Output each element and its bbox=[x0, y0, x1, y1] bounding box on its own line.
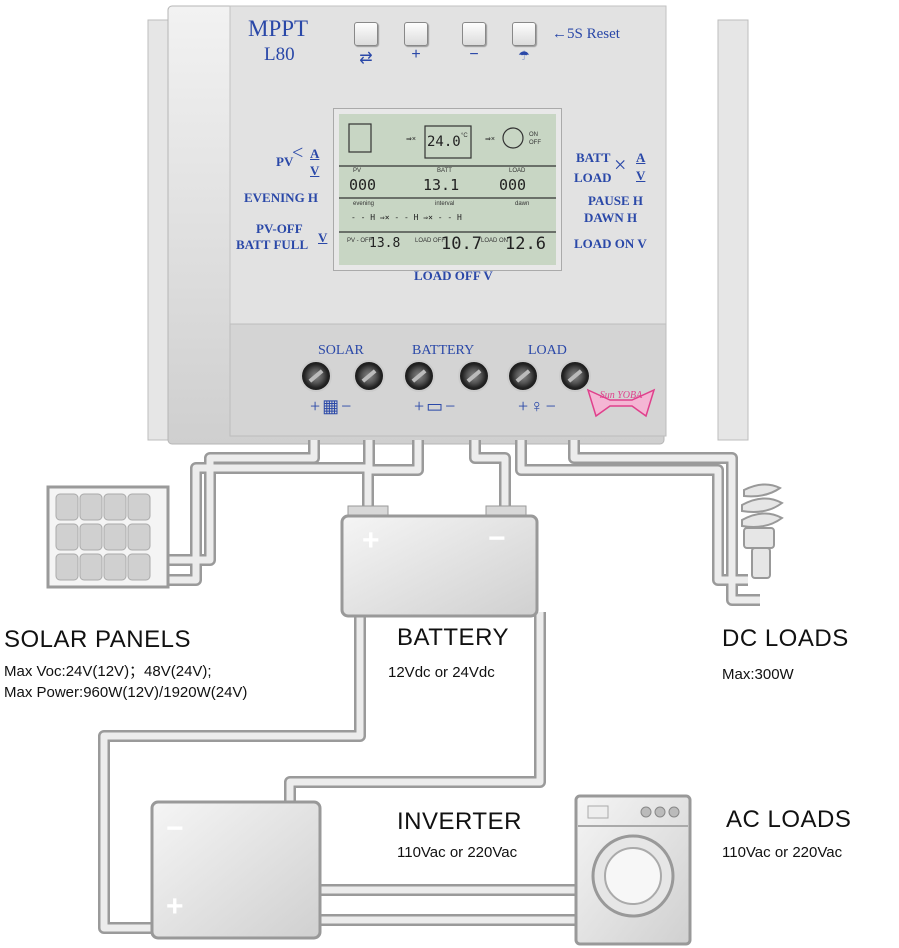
dc-loads-title: DC LOADS bbox=[722, 625, 849, 652]
pv-off-label: PV-OFF bbox=[256, 221, 303, 236]
load-label: LOAD bbox=[574, 170, 612, 185]
battery-polarity-icon: +▭− bbox=[414, 396, 458, 416]
lcd-load-value: 000 bbox=[499, 176, 527, 194]
inverter-icon bbox=[150, 800, 322, 940]
minus-icon: − bbox=[469, 46, 479, 63]
solar-negative-terminal[interactable] bbox=[353, 360, 385, 392]
battery-plus-mark: + bbox=[362, 524, 380, 557]
lcd-batt-label: BATT bbox=[437, 168, 452, 174]
lcd-on: ON bbox=[529, 132, 538, 138]
load-polarity-icon: +♀− bbox=[518, 396, 558, 416]
inverter-plus-mark: + bbox=[166, 890, 184, 923]
batt-label: BATT bbox=[576, 150, 611, 165]
plus-icon: + bbox=[411, 46, 421, 63]
lcd-solar-icon bbox=[348, 123, 372, 153]
svg-text:⇒×: ⇒× bbox=[406, 136, 416, 143]
batt-full-label: BATT FULL bbox=[236, 237, 309, 252]
lcd-screen: ⇒× ⇒× 24.0 °C ON OFF PV BATT LOAD 000 13… bbox=[333, 108, 562, 271]
lcd-pvoff-value: 13.8 bbox=[369, 236, 401, 251]
heatsink-right bbox=[717, 19, 749, 441]
lcd-batt-value: 13.1 bbox=[423, 176, 460, 194]
lcd-interval-label: interval bbox=[435, 201, 455, 207]
switch-icon: ⇄ bbox=[359, 50, 373, 67]
battery-icon bbox=[340, 505, 539, 618]
evening-label: EVENING H bbox=[244, 190, 319, 205]
wire-fill bbox=[100, 440, 760, 932]
brand-logo: Sun YOBA bbox=[586, 388, 656, 418]
ac-loads-voltage: 110Vac or 220Vac bbox=[722, 844, 843, 861]
solar-positive-terminal[interactable] bbox=[300, 360, 332, 392]
lcd-pvoff-label: PV - OFF bbox=[347, 238, 373, 244]
lcd-load-label: LOAD bbox=[509, 168, 526, 174]
solar-polarity-icon: +▦− bbox=[310, 396, 354, 416]
inverter-voltage: 110Vac or 220Vac bbox=[397, 844, 518, 861]
lcd-loadoff-label: LOAD OFF bbox=[415, 238, 446, 244]
light-icon: ☂ bbox=[518, 48, 530, 63]
ac-loads-title: AC LOADS bbox=[726, 806, 852, 833]
lcd-pv-label: PV bbox=[353, 168, 362, 174]
lcd-bulb-icon bbox=[502, 127, 524, 149]
battery-positive-terminal[interactable] bbox=[403, 360, 435, 392]
dc-loads-max: Max:300W bbox=[722, 666, 794, 683]
washing-machine-icon bbox=[574, 794, 692, 946]
pv-label: PV bbox=[276, 154, 294, 169]
load-terminal-label: LOAD bbox=[528, 343, 567, 358]
model-name: MPPT bbox=[248, 16, 309, 41]
lcd-pv-value: 000 bbox=[349, 176, 377, 194]
pv-amp-label: A bbox=[310, 146, 320, 161]
pv-off-volt-label: V bbox=[318, 230, 328, 245]
lcd-temp-unit: °C bbox=[461, 133, 468, 139]
lcd-gridlines: ⇒× ⇒× bbox=[339, 123, 556, 233]
inverter-minus-mark: − bbox=[166, 812, 184, 845]
lcd-loadoff-value: 10.7 bbox=[441, 234, 482, 254]
solar-panel-icon bbox=[46, 485, 170, 589]
solar-panels-voc: Max Voc:24V(12V)；48V(24V); bbox=[4, 663, 212, 680]
pause-label: PAUSE H bbox=[588, 193, 644, 208]
load-positive-terminal[interactable] bbox=[507, 360, 539, 392]
load-on-label: LOAD ON V bbox=[574, 236, 647, 251]
model-number: L80 bbox=[264, 44, 295, 65]
minus-button[interactable] bbox=[462, 22, 486, 46]
lcd-loadon-value: 12.6 bbox=[505, 234, 546, 254]
solar-panels-power: Max Power:960W(12V)/1920W(24V) bbox=[4, 684, 248, 701]
light-button[interactable] bbox=[512, 22, 536, 46]
load-negative-terminal[interactable] bbox=[559, 360, 591, 392]
svg-text:⇒×: ⇒× bbox=[485, 136, 495, 143]
lcd-evening-label: evening bbox=[353, 201, 375, 207]
load-off-label: LOAD OFF V bbox=[414, 268, 493, 283]
battery-terminal-label: BATTERY bbox=[412, 343, 475, 358]
plus-button[interactable] bbox=[404, 22, 428, 46]
dawn-label: DAWN H bbox=[584, 210, 638, 225]
cross-mark: × bbox=[614, 152, 627, 177]
batt-amp-label: A bbox=[636, 150, 646, 165]
battery-negative-terminal[interactable] bbox=[458, 360, 490, 392]
reset-label: ←5S Reset bbox=[552, 26, 620, 42]
solar-terminal-label: SOLAR bbox=[318, 343, 364, 358]
lcd-dawn-label: dawn bbox=[515, 201, 530, 207]
bracket-pv: < bbox=[292, 142, 304, 164]
lcd-timer-row: - - H ⇒× - - H ⇒× - - H bbox=[351, 213, 462, 222]
battery-minus-mark: − bbox=[488, 522, 506, 555]
battery-title: BATTERY bbox=[397, 624, 509, 651]
inverter-title: INVERTER bbox=[397, 808, 522, 835]
svg-text:Sun YOBA: Sun YOBA bbox=[600, 390, 643, 401]
load-volt-label: V bbox=[636, 168, 646, 183]
lcd-off: OFF bbox=[529, 140, 541, 146]
dc-bulb-icon bbox=[741, 483, 784, 579]
switch-button[interactable] bbox=[354, 22, 378, 46]
pv-volt-label: V bbox=[310, 163, 320, 178]
lcd-loadon-label: LOAD ON bbox=[481, 238, 509, 244]
lcd-temp: 24.0 bbox=[427, 134, 461, 150]
battery-voltage: 12Vdc or 24Vdc bbox=[388, 664, 495, 681]
solar-panels-title: SOLAR PANELS bbox=[4, 626, 191, 653]
